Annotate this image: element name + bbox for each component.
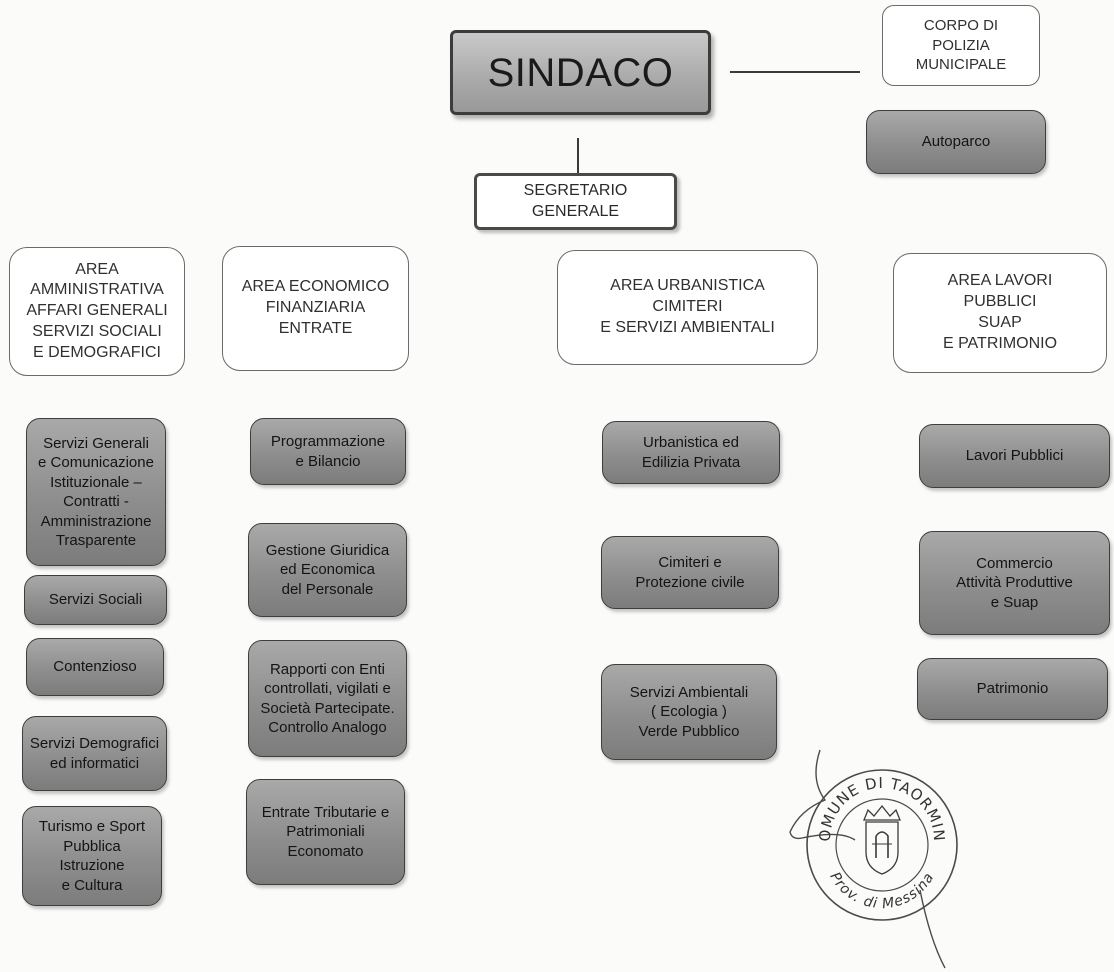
unit-contenzioso: Contenzioso	[26, 638, 164, 696]
svg-text:COMUNE DI TAORMINA: COMUNE DI TAORMINA	[780, 740, 948, 842]
seal-top-text: COMUNE DI TAORMINA	[780, 740, 947, 842]
autoparco-box: Autoparco	[866, 110, 1046, 174]
unit-servizi-demografici: Servizi Demografici ed informatici	[22, 716, 167, 791]
unit-urbanistica-edilizia: Urbanistica ed Edilizia Privata	[602, 421, 780, 484]
unit-entrate-tributarie: Entrate Tributarie e Patrimoniali Econom…	[246, 779, 405, 885]
unit-turismo-sport: Turismo e Sport Pubblica Istruzione e Cu…	[22, 806, 162, 906]
segretario-generale-box: SEGRETARIO GENERALE	[474, 173, 677, 230]
sindaco-box: SINDACO	[450, 30, 711, 115]
unit-rapporti-enti: Rapporti con Enti controllati, vigilati …	[248, 640, 407, 757]
area-urbanistica-header: AREA URBANISTICA CIMITERI E SERVIZI AMBI…	[557, 250, 818, 365]
unit-patrimonio: Patrimonio	[917, 658, 1108, 720]
unit-servizi-ambientali: Servizi Ambientali ( Ecologia ) Verde Pu…	[601, 664, 777, 760]
area-amministrativa-header: AREA AMMINISTRATIVA AFFARI GENERALI SERV…	[9, 247, 185, 376]
unit-cimiteri-protezione: Cimiteri e Protezione civile	[601, 536, 779, 609]
unit-lavori-pubblici: Lavori Pubblici	[919, 424, 1110, 488]
coat-of-arms-icon	[863, 804, 901, 875]
polizia-municipale-box: CORPO DI POLIZIA MUNICIPALE	[882, 5, 1040, 86]
unit-programmazione-bilancio: Programmazione e Bilancio	[250, 418, 406, 485]
unit-servizi-sociali: Servizi Sociali	[24, 575, 167, 625]
area-lavori-pubblici-header: AREA LAVORI PUBBLICI SUAP E PATRIMONIO	[893, 253, 1107, 373]
area-economico-header: AREA ECONOMICO FINANZIARIA ENTRATE	[222, 246, 409, 371]
unit-gestione-personale: Gestione Giuridica ed Economica del Pers…	[248, 523, 407, 617]
unit-commercio-suap: Commercio Attività Produttive e Suap	[919, 531, 1110, 635]
sindaco-segretario-connector	[577, 138, 579, 174]
comune-seal-stamp: COMUNE DI TAORMINA Prov. di Messina	[780, 740, 958, 969]
sindaco-polizia-connector	[730, 71, 860, 73]
unit-servizi-generali: Servizi Generali e Comunicazione Istituz…	[26, 418, 166, 566]
